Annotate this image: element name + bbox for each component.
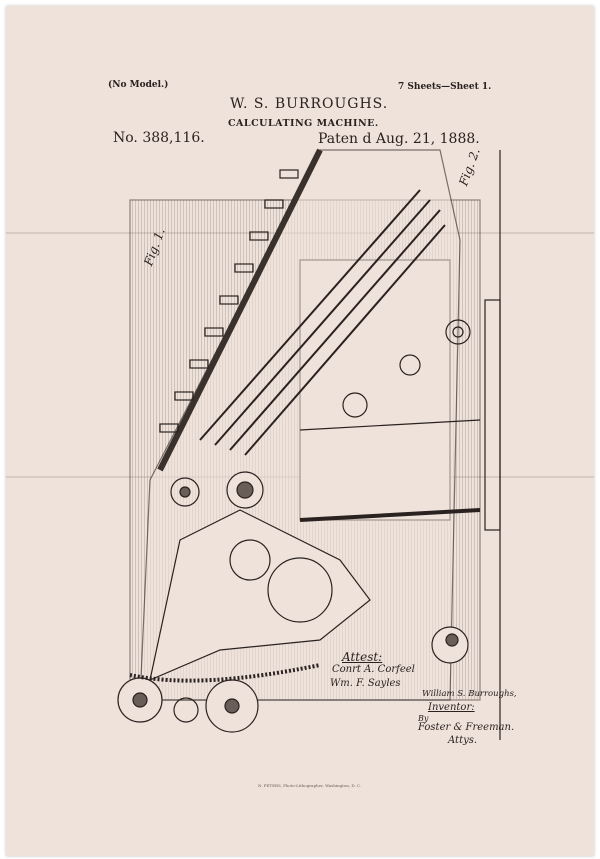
patent-date: Paten d Aug. 21, 1888. <box>318 131 480 147</box>
attorney-label: Attys. <box>448 735 478 746</box>
patent-title: CALCULATING MACHINE. <box>228 118 379 129</box>
printer-credit: N. PETERS, Photo-Lithographer, Washingto… <box>258 783 362 788</box>
sheet-count: 7 Sheets—Sheet 1. <box>398 82 492 92</box>
by-label: By <box>418 714 429 723</box>
witness-signature-1: Conrt A. Corfeel <box>332 664 415 675</box>
inventor-signature: William S. Burroughs, <box>422 689 517 699</box>
inventor-name: W. S. BURROUGHS. <box>230 96 389 112</box>
attorney-signature: Foster & Freeman. <box>418 722 515 733</box>
inventor-role: Inventor: <box>428 702 475 713</box>
key-row <box>159 169 299 433</box>
patent-number: No. 388,116. <box>113 130 205 146</box>
attest-label: Attest: <box>342 650 383 664</box>
witness-signature-2: Wm. F. Sayles <box>330 678 401 689</box>
no-model-label: (No Model.) <box>108 80 169 90</box>
